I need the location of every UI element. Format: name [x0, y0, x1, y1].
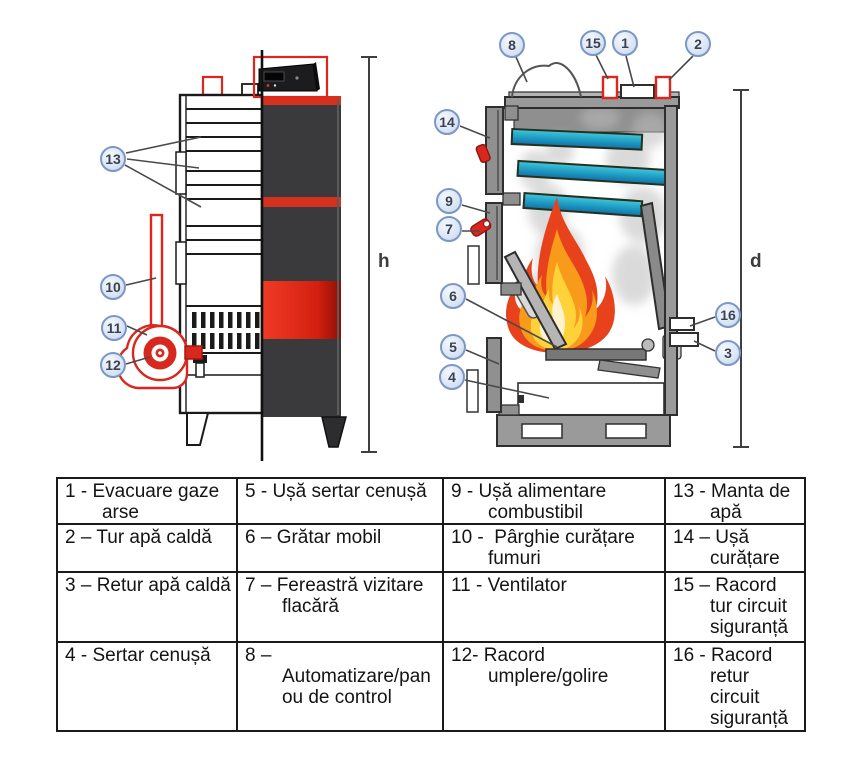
- right-view: [466, 62, 699, 447]
- flue-outlet: [620, 84, 655, 99]
- callout-2: 2: [685, 31, 711, 57]
- callout-13: 13: [100, 146, 126, 172]
- callout-12: 12: [100, 352, 126, 378]
- return-pipe: [669, 332, 699, 347]
- automation-cable: [511, 62, 582, 98]
- water-jacket-plates: [186, 108, 262, 255]
- fan-ventilator: [116, 324, 203, 390]
- table-row: 3 – Retur apă caldă 7 – Fereastră vizita…: [56, 571, 806, 643]
- legend-cell-9: 9 - Ușă alimentare combustibil: [442, 477, 666, 525]
- legend-cell-14: 14 – Ușă curățare: [664, 523, 806, 573]
- callout-9: 9: [436, 188, 462, 214]
- boiler-leg: [186, 412, 210, 446]
- ash-door: [486, 337, 502, 413]
- callout-16: 16: [715, 302, 741, 328]
- legend-cell-1: 1 - Evacuare gaze arse: [56, 477, 238, 525]
- callout-14: 14: [434, 109, 460, 135]
- callout-1: 1: [612, 30, 638, 56]
- top-fittings: [511, 62, 672, 100]
- legend-cell-12: 12- Racord umplere/golire: [442, 641, 666, 732]
- callout-15: 15: [580, 30, 606, 56]
- boiler-diagram: [116, 50, 749, 461]
- callout-10: 10: [100, 274, 126, 300]
- left-top-port: [201, 75, 224, 97]
- legend-cell-8: 8 – Automatizare/pan ou de control: [236, 641, 444, 732]
- doors: [466, 106, 504, 413]
- table-row: 1 - Evacuare gaze arse 5 - Ușă sertar ce…: [56, 477, 806, 525]
- legend-cell-7: 7 – Fereastră vizitare flacără: [236, 571, 444, 643]
- dimension-label-h: h: [378, 251, 390, 272]
- callout-11: 11: [101, 315, 127, 341]
- callout-6: 6: [440, 283, 466, 309]
- callout-5: 5: [440, 334, 466, 360]
- dimension-lines: [361, 56, 749, 453]
- legend-cell-11: 11 - Ventilator: [442, 571, 666, 643]
- legend-cell-4: 4 - Sertar cenușă: [56, 641, 238, 732]
- left-view: [116, 50, 347, 461]
- legend-cell-5: 5 - Ușă sertar cenușă: [236, 477, 444, 525]
- door-handle-red: [475, 143, 491, 164]
- legend-cell-3: 3 – Retur apă caldă: [56, 571, 238, 643]
- legend-cell-2: 2 – Tur apă caldă: [56, 523, 238, 573]
- smoke-cleaning-lever: [149, 213, 164, 333]
- baffle-plates: [510, 127, 670, 218]
- fill-drain-fitting: [195, 362, 205, 378]
- hot-water-port: [654, 75, 672, 100]
- legend-cell-13: 13 - Manta de apă: [664, 477, 806, 525]
- legend-cell-10: 10 - Pârghie curățare fumuri: [442, 523, 666, 573]
- legend-cell-15: 15 – Racord tur circuit siguranță: [664, 571, 806, 643]
- dimension-label-d: d: [750, 251, 762, 272]
- outer-casing-3d: [263, 96, 347, 448]
- legend-table: 1 - Evacuare gaze arse 5 - Ușă sertar ce…: [56, 477, 806, 732]
- legend-cell-6: 6 – Grătar mobil: [236, 523, 444, 573]
- panel-display: [263, 71, 285, 82]
- callout-8: 8: [499, 32, 525, 58]
- callout-3: 3: [715, 340, 741, 366]
- table-row: 2 – Tur apă caldă 6 – Grătar mobil 10 - …: [56, 523, 806, 573]
- callout-4: 4: [439, 364, 465, 390]
- cleaning-door: [485, 106, 504, 195]
- ash-drawer: [517, 382, 665, 416]
- safety-flow-port: [601, 75, 619, 100]
- callout-7: 7: [436, 216, 462, 242]
- sight-glass: [470, 218, 492, 237]
- safety-return-pipe: [669, 317, 695, 331]
- leader-lines: [124, 54, 716, 399]
- figure-canvas: 1 2 3 4 5 6 7 8 9 10 11 12 13 14 15 16 h…: [100, 30, 762, 461]
- control-panel: [252, 55, 329, 99]
- table-row: 4 - Sertar cenușă 8 – Automatizare/pan o…: [56, 641, 806, 732]
- legend-cell-16: 16 - Racord retur circuit siguranță: [664, 641, 806, 732]
- fuel-door: [485, 202, 503, 284]
